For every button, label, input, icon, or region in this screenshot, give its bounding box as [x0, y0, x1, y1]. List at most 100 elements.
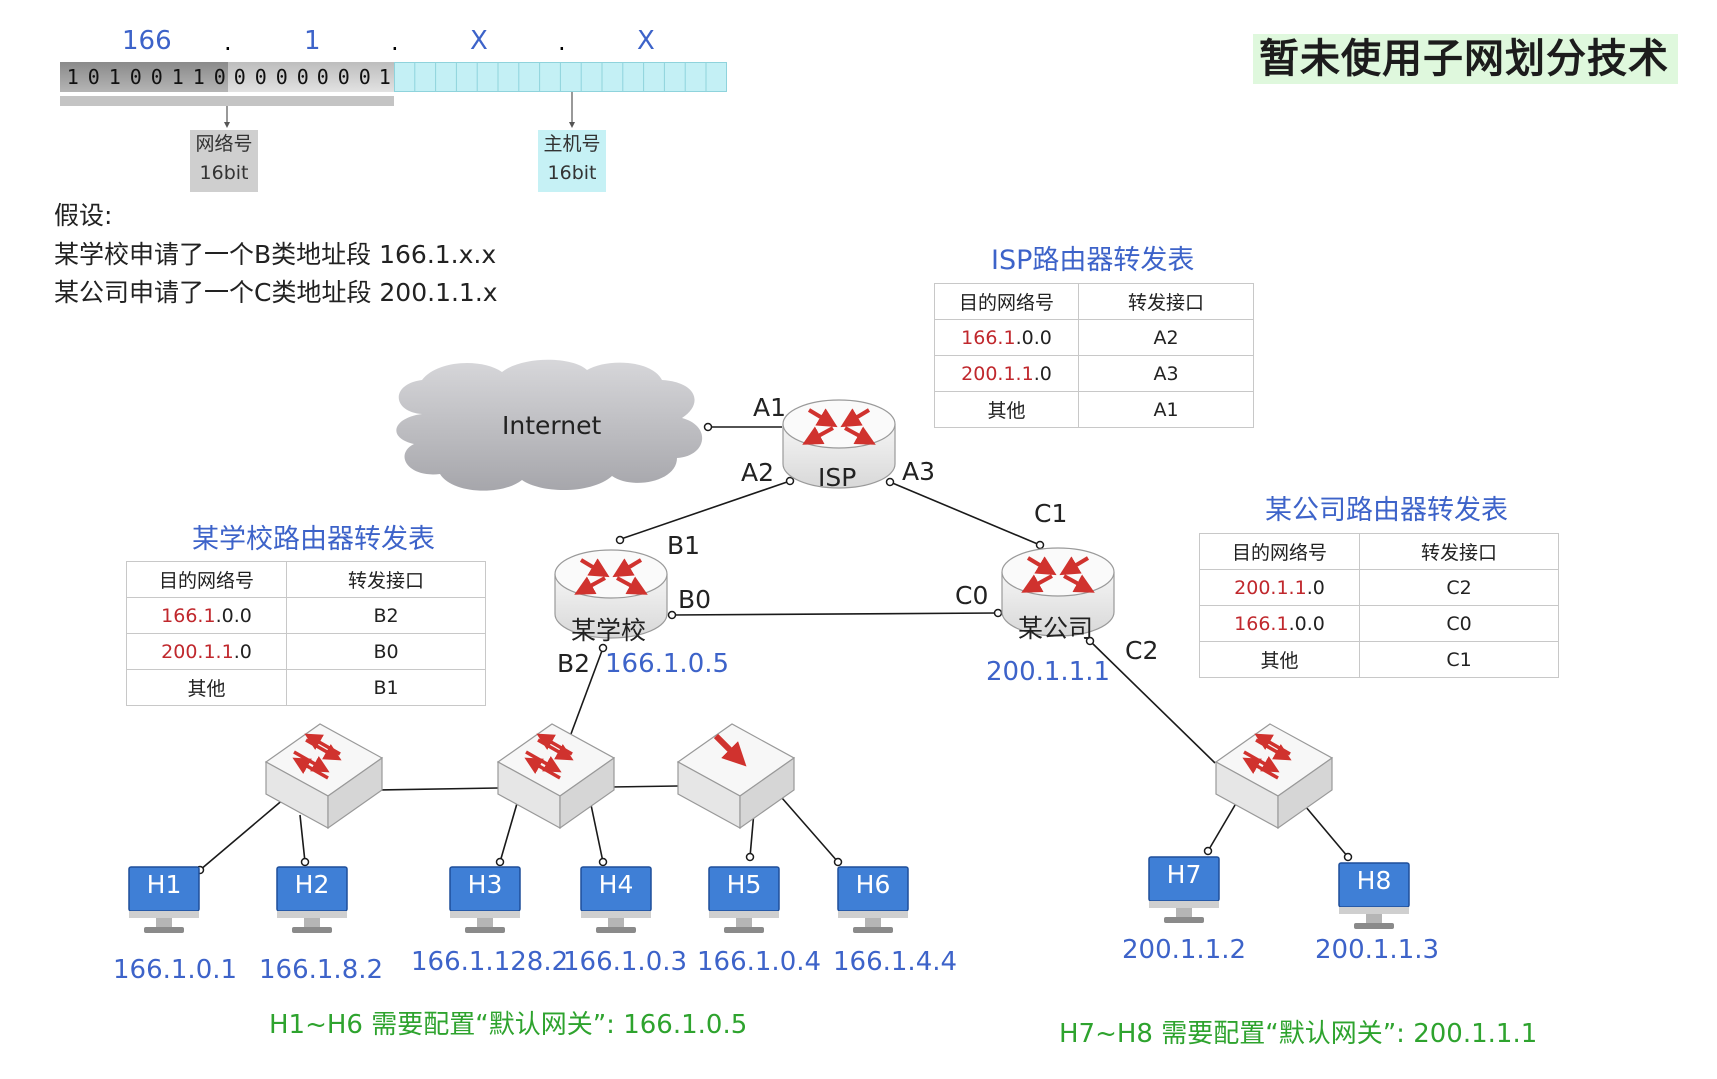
bit-16: 1: [378, 65, 391, 89]
computer-icon: [276, 866, 348, 933]
bit-12: 0: [296, 65, 309, 89]
host-name: H7: [1166, 860, 1202, 889]
column-header: 转发接口: [286, 561, 486, 598]
host-bits-grid: [394, 62, 727, 92]
octet-dot-2: .: [391, 28, 399, 56]
column-header: 目的网络号: [934, 283, 1079, 320]
network-caption-line1: 网络号: [195, 133, 253, 155]
interface-a2: A2: [741, 458, 775, 487]
network-cell: 166.1.0.0: [934, 319, 1079, 356]
school-table-title: 某学校路由器转发表: [192, 524, 435, 555]
table-header-row: 目的网络号 转发接口: [1199, 533, 1559, 570]
network-suffix: 其他: [187, 678, 226, 700]
school-router-label: 某学校: [571, 616, 647, 645]
table-row: 166.1.0.0 B2: [126, 597, 486, 634]
network-suffix: 其他: [987, 400, 1026, 422]
table-header-row: 目的网络号 转发接口: [934, 283, 1254, 320]
table-row: 其他 B1: [126, 669, 486, 706]
table-row: 其他 A1: [934, 391, 1254, 428]
network-bits-underline: [60, 96, 394, 106]
host-ip: 166.1.0.3: [563, 947, 688, 977]
computer-icon: [1338, 862, 1410, 929]
school-forwarding-table: 目的网络号 转发接口 166.1.0.0 B2 200.1.1.0 B0 其他 …: [126, 561, 486, 706]
school-router-ip: 166.1.0.5: [605, 649, 730, 679]
host-name: H6: [855, 870, 891, 899]
network-cell: 200.1.1.0: [934, 355, 1079, 392]
isp-table-title: ISP路由器转发表: [991, 245, 1195, 276]
host-name: H4: [598, 870, 634, 899]
host-caption-line1: 主机号: [543, 133, 601, 155]
network-suffix: .0.0: [215, 604, 252, 627]
octet-label-3: X: [470, 26, 488, 56]
octet-dot-1: .: [224, 28, 232, 56]
interface-cell: A1: [1078, 391, 1254, 428]
company-forwarding-table: 目的网络号 转发接口 200.1.1.0 C2 166.1.0.0 C0 其他 …: [1199, 533, 1559, 678]
column-header: 转发接口: [1359, 533, 1559, 570]
table-row: 166.1.0.0 C0: [1199, 605, 1559, 642]
internet-cloud: [396, 359, 703, 491]
network-number-caption: 网络号 16bit: [190, 130, 258, 192]
bit-8: 0: [213, 65, 226, 89]
company-router-ip: 200.1.1.1: [986, 657, 1111, 687]
bit-4: 0: [129, 65, 142, 89]
switch-3-icon: [676, 723, 796, 830]
interface-b0: B0: [678, 585, 712, 614]
switch-1-icon: [264, 723, 384, 830]
octet-dot-3: .: [558, 28, 566, 56]
interface-cell: C1: [1359, 641, 1559, 678]
bit-9: 0: [233, 65, 246, 89]
bit-14: 0: [337, 65, 350, 89]
network-prefix: 200.1.1: [161, 640, 234, 663]
network-suffix: .0.0: [1015, 326, 1052, 349]
network-cell: 166.1.0.0: [1199, 605, 1360, 642]
network-suffix: 其他: [1260, 650, 1299, 672]
host-name: H5: [726, 870, 762, 899]
network-prefix: 200.1.1: [1234, 576, 1307, 599]
interface-b2: B2: [557, 649, 591, 678]
interface-cell: B1: [286, 669, 486, 706]
interface-a1: A1: [753, 393, 787, 422]
host-ip: 166.1.4.4: [833, 947, 958, 977]
table-row: 166.1.0.0 A2: [934, 319, 1254, 356]
column-header: 目的网络号: [126, 561, 287, 598]
column-header: 转发接口: [1078, 283, 1254, 320]
interface-cell: C2: [1359, 569, 1559, 606]
host-ip: 166.1.128.2: [411, 947, 569, 977]
network-prefix: 166.1: [161, 604, 216, 627]
network-cell: 200.1.1.0: [1199, 569, 1360, 606]
isp-router-icon: [782, 399, 896, 489]
network-suffix: .0: [233, 640, 252, 663]
host-name: H2: [294, 870, 330, 899]
bit-5: 0: [150, 65, 163, 89]
internet-label: Internet: [502, 411, 602, 440]
network-prefix: 166.1: [961, 326, 1016, 349]
octet-label-2: 1: [304, 26, 321, 56]
network-octet-1-bar: [60, 62, 228, 92]
switch-4-icon: [1214, 723, 1334, 830]
table-row: 200.1.1.0 C2: [1199, 569, 1559, 606]
host-caption-line2: 16bit: [547, 162, 597, 184]
host-number-caption: 主机号 16bit: [538, 130, 606, 192]
octet-label-4: X: [637, 26, 655, 56]
company-table-title: 某公司路由器转发表: [1265, 495, 1508, 526]
host-ip: 200.1.1.2: [1122, 935, 1247, 965]
bit-7: 1: [192, 65, 205, 89]
interface-cell: A2: [1078, 319, 1254, 356]
bit-3: 1: [108, 65, 121, 89]
interface-c2: C2: [1125, 636, 1159, 665]
company-router-label: 某公司: [1018, 614, 1094, 643]
octet-label-1: 166: [122, 26, 172, 56]
column-header: 目的网络号: [1199, 533, 1360, 570]
host-ip: 200.1.1.3: [1315, 935, 1440, 965]
host-name: H3: [467, 870, 503, 899]
school-gateway-note: H1~H6 需要配置“默认网关”: 166.1.0.5: [269, 1010, 748, 1040]
bit-2: 0: [87, 65, 100, 89]
computer-icon: [708, 866, 780, 933]
computer-icon: [1148, 856, 1220, 923]
computer-icon: [128, 866, 200, 933]
network-cell: 其他: [126, 669, 287, 706]
bit-1: 1: [66, 65, 79, 89]
interface-cell: C0: [1359, 605, 1559, 642]
isp-router-label: ISP: [818, 463, 857, 492]
